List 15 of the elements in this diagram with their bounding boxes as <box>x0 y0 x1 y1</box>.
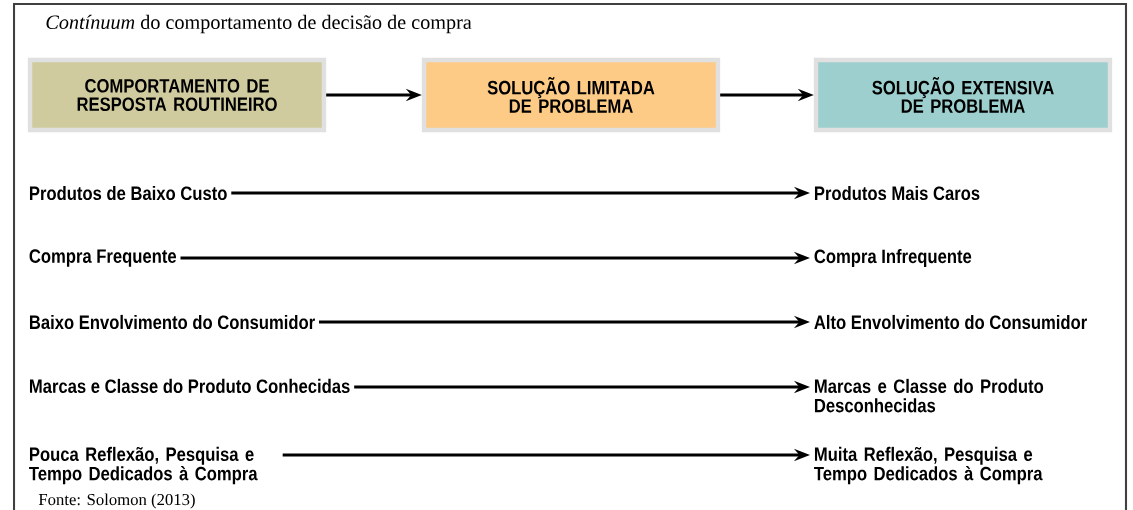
process-box: SOLUÇÃO LIMITADA DE PROBLEMA <box>421 57 721 133</box>
criterion-text: Compra Frequente <box>29 249 177 267</box>
criterion-text: Alto Envolvimento do Consumidor <box>814 314 1087 330</box>
criterion-text: Produtos de Baixo Custo <box>30 185 227 201</box>
criterion-text: Pouca Reflexão, Pesquisa e Tempo Dedicados à Compra <box>29 446 258 485</box>
criterion-text: Marcas e Classe do Produto Conhecidas <box>30 378 350 394</box>
criterion-text: Muita Reflexão, Pesquisa e Tempo Dedicados à Compra <box>814 446 1043 485</box>
criterion-text: Marcas e Classe do Produto Desconhecidas <box>814 378 1044 413</box>
process-box: SOLUÇÃO EXTENSIVA DE PROBLEMA <box>813 57 1113 133</box>
caption: Fonte: Solomon (2013) <box>38 493 195 509</box>
criterion-text: Produtos Mais Caros <box>814 185 980 201</box>
criterion-text: Baixo Envolvimento do Consumidor <box>30 314 315 330</box>
title: Contínuum do comportamento de decisão de compra <box>46 14 472 34</box>
criterion-text: Compra Infrequente <box>814 249 972 267</box>
process-box: COMPORTAMENTO DE RESPOSTA ROUTINEIRO <box>27 57 327 133</box>
